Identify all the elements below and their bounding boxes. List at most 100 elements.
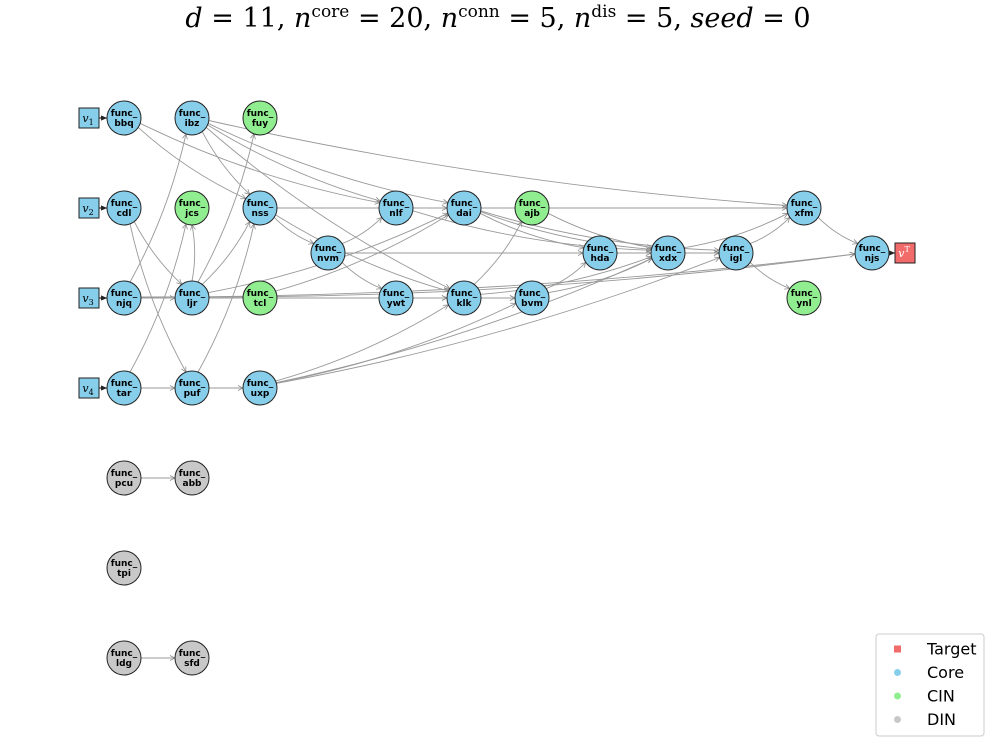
node-name-bbq: bbq — [114, 119, 133, 129]
title-nconn-value: 5 — [540, 3, 557, 34]
legend-marker-target — [894, 645, 901, 653]
node-name-uxp: uxp — [251, 389, 270, 399]
input-sub-v2: 2 — [89, 208, 94, 217]
node-name-hda: hda — [591, 254, 610, 264]
node-circle-puf — [174, 370, 210, 406]
edge-bbq-to-nss — [137, 127, 246, 198]
edge-ibz-to-klk — [205, 127, 450, 288]
input-node-v3: v3 — [78, 287, 100, 309]
target-box — [894, 242, 916, 264]
node-name-nlf: nlf — [389, 209, 402, 219]
node-abb: func_abb — [174, 460, 210, 496]
node-prefix-pcu: func_ — [111, 469, 138, 479]
input-sub-v1: 1 — [89, 118, 94, 127]
node-sfd: func_sfd — [174, 640, 210, 676]
node-prefix-nvm: func_ — [315, 244, 342, 254]
node-prefix-fuy: func_ — [247, 109, 274, 119]
node-uxp: func_uxp — [242, 370, 278, 406]
input-main-v4: v — [82, 382, 89, 395]
legend-entry-din: DIN — [894, 710, 956, 729]
node-name-tar: tar — [117, 389, 132, 399]
node-prefix-ldg: func_ — [111, 649, 138, 659]
node-name-tcl: tcl — [254, 299, 267, 309]
node-pcu: func_pcu — [106, 460, 142, 496]
title-d-value: 11 — [243, 3, 277, 34]
node-jcs: func_jcs — [174, 190, 210, 226]
node-ldg: func_ldg — [106, 640, 142, 676]
input-node-v1: v1 — [78, 107, 100, 129]
node-prefix-cdl: func_ — [111, 199, 138, 209]
legend-label-core: Core — [927, 663, 964, 682]
node-ajb: func_ajb — [514, 190, 550, 226]
node-circle-tcl — [242, 280, 278, 316]
node-cdl: func_cdl — [106, 190, 142, 226]
node-prefix-uxp: func_ — [247, 379, 274, 389]
edge-ibz-to-dai — [207, 122, 448, 202]
node-prefix-ywt: func_ — [383, 289, 410, 299]
node-prefix-xdx: func_ — [655, 244, 682, 254]
input-box-v2 — [78, 197, 100, 219]
node-tpi: func_tpi — [106, 550, 142, 586]
node-bvm: func_bvm — [514, 280, 550, 316]
legend-label-target: Target — [926, 640, 977, 659]
legend-marker-core — [894, 669, 901, 676]
node-name-klk: klk — [456, 299, 472, 309]
node-prefix-ynl: func_ — [791, 289, 818, 299]
node-circle-pcu — [106, 460, 142, 496]
node-prefix-ibz: func_ — [179, 109, 206, 119]
node-prefix-tpi: func_ — [111, 559, 138, 569]
node-circle-jcs — [174, 190, 210, 226]
edge-uxp-to-bvm — [276, 303, 516, 384]
edge-igl-to-xfm — [750, 217, 790, 245]
node-circle-nlf — [378, 190, 414, 226]
node-name-puf: puf — [184, 389, 201, 399]
node-circle-igl — [718, 235, 754, 271]
legend-marker-cin — [894, 692, 901, 700]
node-name-abb: abb — [183, 479, 203, 489]
node-name-jcs: jcs — [184, 209, 199, 219]
node-prefix-nss: func_ — [247, 199, 274, 209]
target-sup: T — [904, 245, 910, 254]
node-circle-ljr — [174, 280, 210, 316]
node-name-nvm: nvm — [317, 254, 339, 264]
node-tcl: func_tcl — [242, 280, 278, 316]
node-circle-ynl — [786, 280, 822, 316]
input-label-v3: v3 — [82, 292, 93, 307]
node-nss: func_nss — [242, 190, 278, 226]
input-main-v3: v — [82, 292, 89, 305]
input-node-v4: v4 — [78, 377, 100, 399]
node-circle-klk — [446, 280, 482, 316]
input-label-v4: v4 — [82, 382, 93, 397]
edge-klk-to-xdx — [480, 257, 652, 295]
node-name-pcu: pcu — [115, 479, 133, 489]
node-circle-hda — [582, 235, 618, 271]
title-ncore-value: 20 — [389, 3, 423, 34]
node-klk: func_klk — [446, 280, 482, 316]
edge-uxp-to-klk — [275, 305, 449, 382]
node-name-xfm: xfm — [794, 209, 813, 219]
node-name-ajb: ajb — [524, 209, 540, 219]
node-prefix-njq: func_ — [111, 289, 138, 299]
edge-ljr-to-fuy — [197, 134, 254, 283]
node-prefix-bbq: func_ — [111, 109, 138, 119]
node-xfm: func_xfm — [786, 190, 822, 226]
node-circle-xdx — [650, 235, 686, 271]
node-prefix-ljr: func_ — [179, 289, 206, 299]
node-nlf: func_nlf — [378, 190, 414, 226]
node-prefix-tar: func_ — [111, 379, 138, 389]
edge-dai-to-xdx — [480, 211, 652, 250]
node-circle-fuy — [242, 100, 278, 136]
node-name-dai: dai — [456, 209, 472, 219]
edge-cdl-to-puf — [129, 223, 186, 372]
input-box-v4 — [78, 377, 100, 399]
node-ibz: func_ibz — [174, 100, 210, 136]
edge-njq-to-ibz — [129, 134, 186, 283]
node-njs: func_njs — [854, 235, 890, 271]
title-seed-value: 0 — [793, 3, 810, 34]
edge-ljr-to-nss — [201, 222, 251, 285]
node-circle-ldg — [106, 640, 142, 676]
node-name-sfd: sfd — [184, 659, 200, 669]
node-name-nss: nss — [251, 209, 268, 219]
legend-entry-cin: CIN — [894, 687, 955, 706]
